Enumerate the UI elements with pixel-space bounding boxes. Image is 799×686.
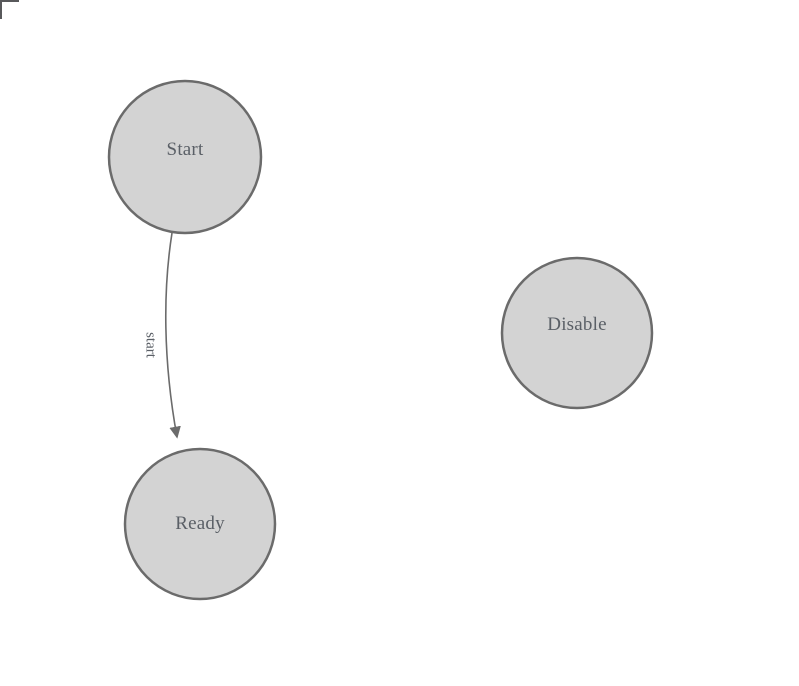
node-ready[interactable] (123, 447, 277, 601)
node-ready-circle[interactable] (123, 447, 277, 601)
node-start[interactable] (107, 79, 263, 235)
node-disable-circle[interactable] (500, 256, 654, 410)
edge-start-to-ready[interactable] (164, 232, 181, 439)
edge-path (164, 232, 181, 439)
node-start-circle[interactable] (107, 79, 263, 235)
node-disable[interactable] (500, 256, 654, 410)
